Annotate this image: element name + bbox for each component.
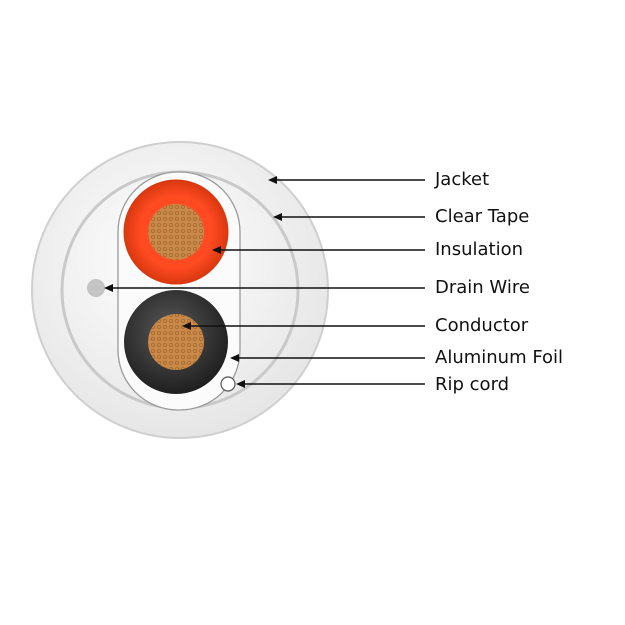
leader-aluminum-foil-arrowhead <box>230 354 239 362</box>
conductor-black <box>148 314 204 370</box>
label-clear-tape: Clear Tape <box>435 206 530 227</box>
label-insulation: Insulation <box>435 239 524 260</box>
leader-lines <box>104 176 425 388</box>
label-aluminum-foil: Aluminum Foil <box>435 347 564 368</box>
conductor-red <box>148 204 204 260</box>
label-jacket: Jacket <box>435 169 490 190</box>
leader-rip-cord-arrowhead <box>236 380 245 388</box>
label-rip-cord: Rip cord <box>435 374 510 395</box>
leader-drain-wire-arrowhead <box>104 284 113 292</box>
leader-insulation-arrowhead <box>212 246 221 254</box>
leader-clear-tape-arrowhead <box>273 213 282 221</box>
leader-conductor-arrowhead <box>182 322 191 330</box>
label-drain-wire: Drain Wire <box>435 277 530 298</box>
leader-jacket-arrowhead <box>268 176 277 184</box>
rip-cord <box>220 376 236 392</box>
label-conductor: Conductor <box>435 315 529 336</box>
drain-wire <box>87 279 105 297</box>
